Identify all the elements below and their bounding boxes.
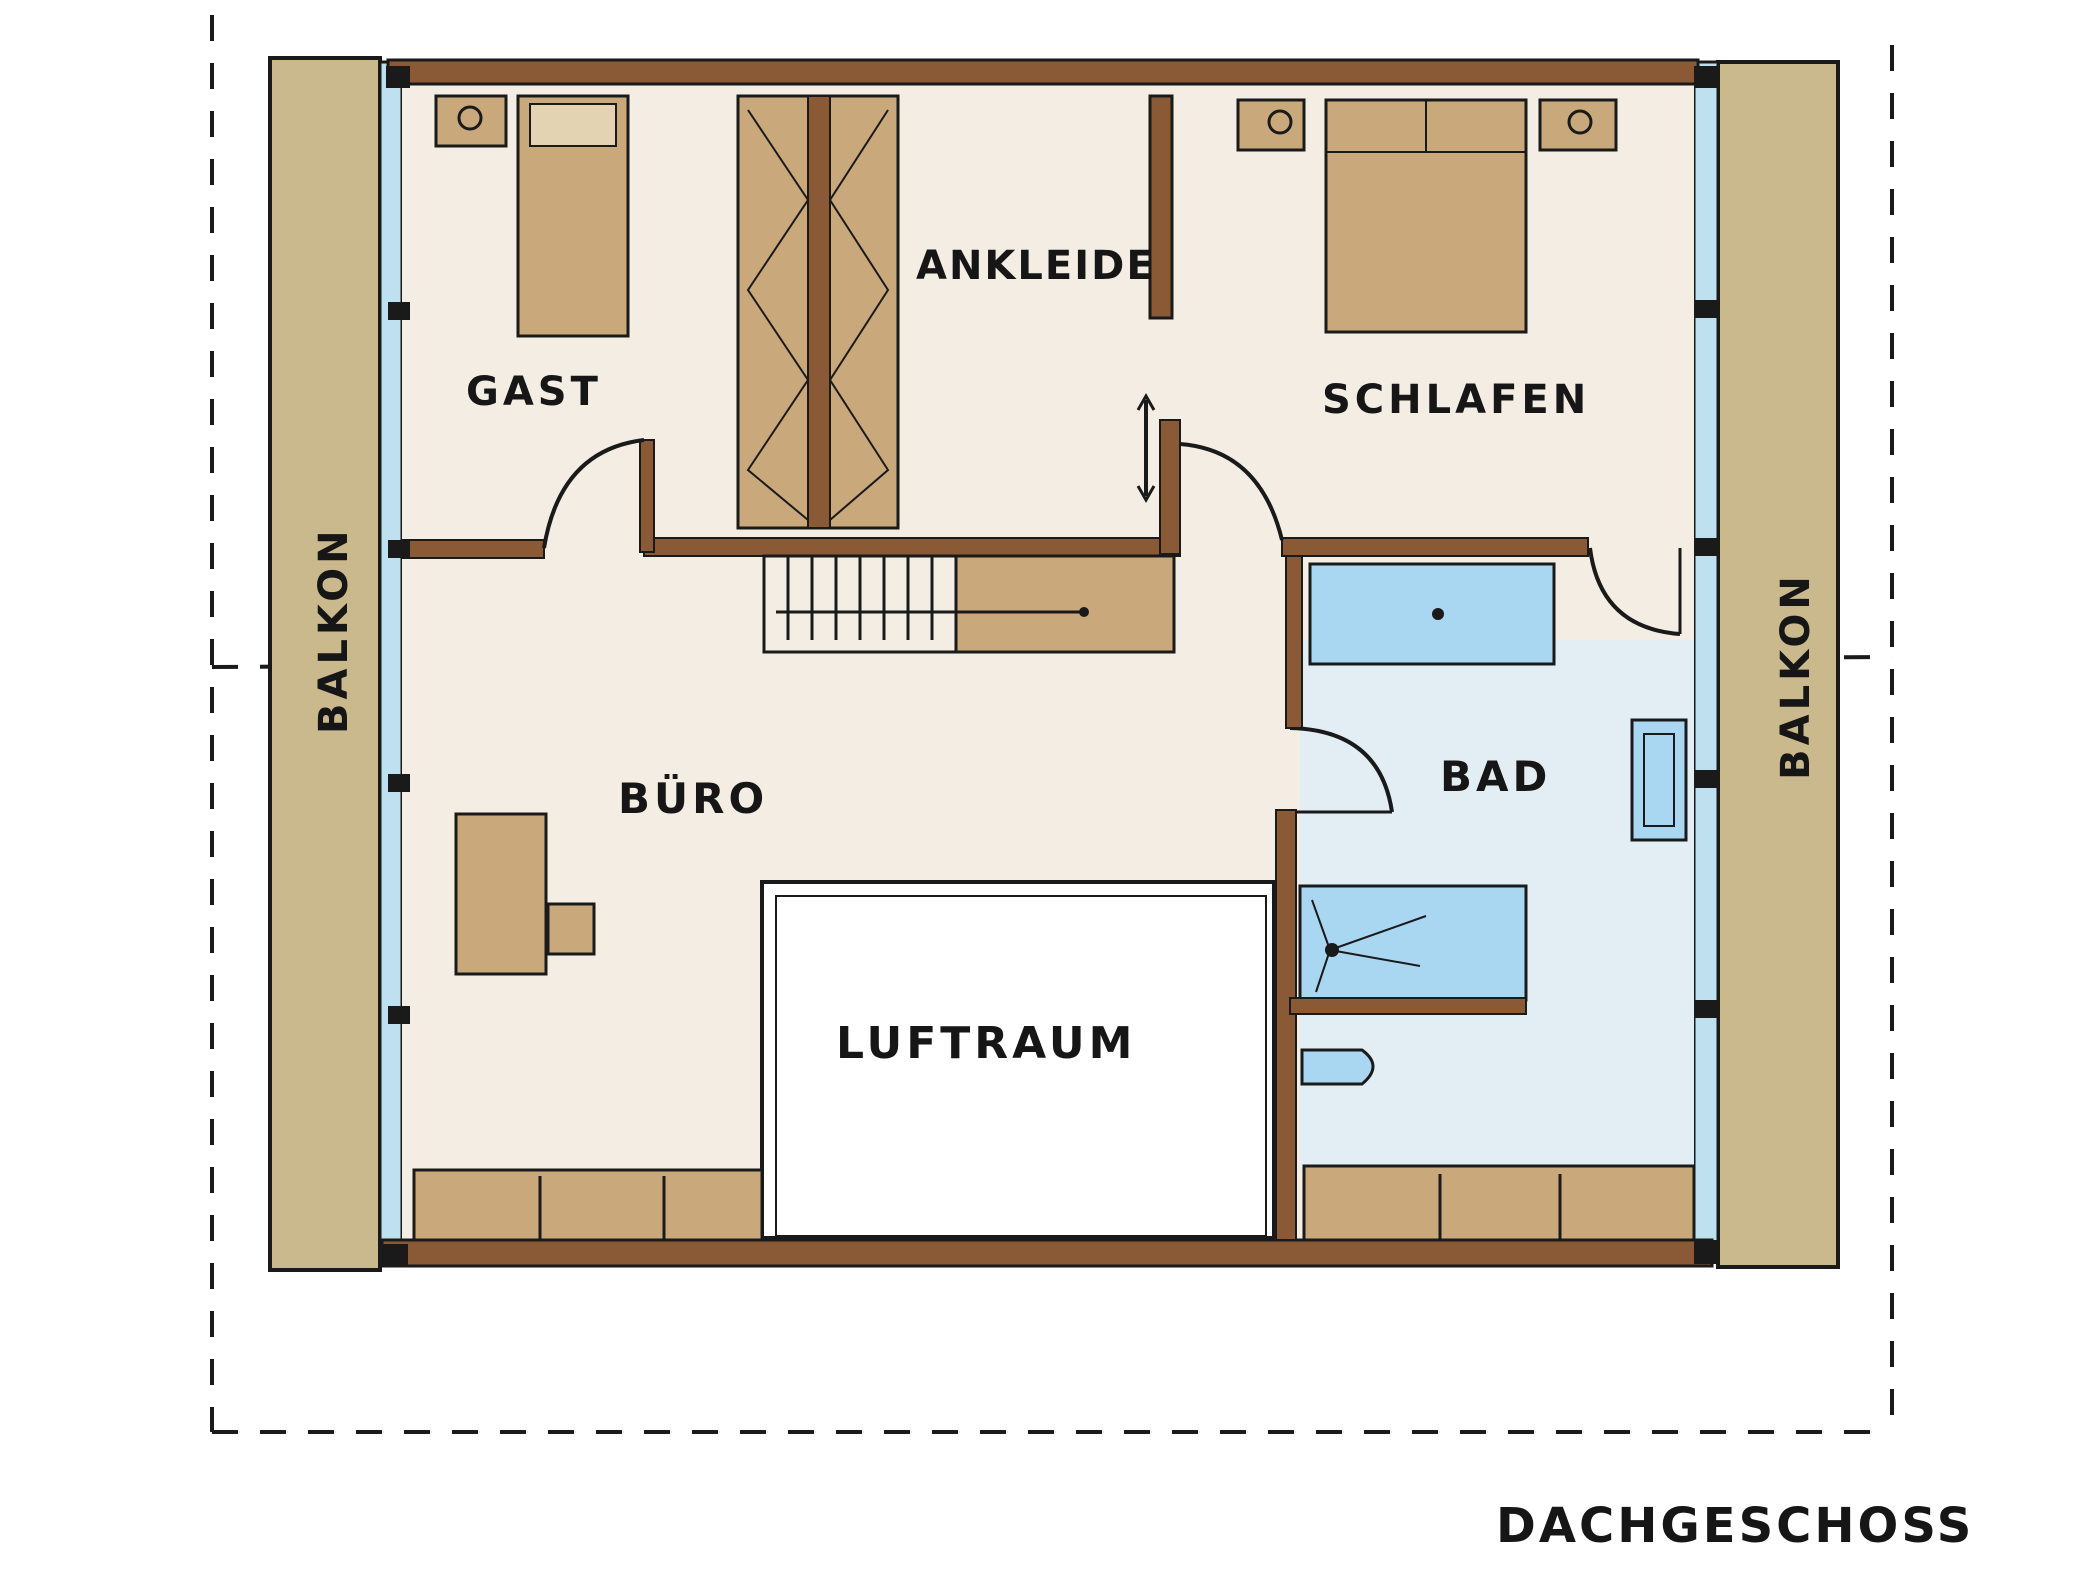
office-desk — [454, 812, 548, 976]
wall-bad-left-lower — [1275, 809, 1297, 1241]
wall-gast-bottom-right — [643, 537, 1181, 557]
void-opening — [760, 880, 1276, 1240]
wall-ankleide-partition — [1148, 94, 1174, 320]
wall-top — [386, 58, 1700, 86]
room-label-luftraum: LUFTRAUM — [836, 1018, 1137, 1069]
guest-nightstand-lamp — [457, 105, 483, 131]
sliding-door-arrowhead-top — [1136, 392, 1156, 411]
staircase — [762, 554, 1176, 654]
room-label-bad: BAD — [1440, 752, 1552, 801]
room-label-buero: BÜRO — [618, 774, 769, 823]
guest-nightstand — [434, 94, 508, 148]
balcony-left — [268, 56, 382, 1272]
glass-facade-right — [1692, 60, 1720, 1264]
wardrobe — [736, 94, 900, 530]
wall-schlafen-door-jamb — [1159, 419, 1181, 555]
office-chair — [546, 902, 596, 956]
room-label-schlafen: SCHLAFEN — [1322, 377, 1591, 423]
void-opening-inner — [775, 895, 1267, 1237]
master-nightstand-right — [1538, 98, 1618, 152]
washbasin-bowl — [1643, 733, 1675, 827]
master-nightstand-left — [1236, 98, 1306, 152]
cabinets-bottom-right — [1302, 1164, 1696, 1242]
shower-spray — [1311, 899, 1427, 993]
wall-gast-bottom-left — [401, 539, 545, 559]
room-label-gast: GAST — [466, 369, 602, 415]
master-nightstand-left-lamp — [1267, 109, 1293, 135]
guest-bed-pillow — [529, 103, 617, 147]
wall-gast-ankleide — [639, 439, 655, 553]
door-schlafen — [1179, 442, 1284, 541]
door-bad-lower — [1289, 726, 1394, 813]
sliding-door-arrowhead-bottom — [1136, 485, 1156, 504]
bathtub — [1308, 562, 1556, 666]
shower-tray — [1298, 884, 1528, 1002]
wall-bottom — [380, 1238, 1714, 1268]
glass-facade-left — [378, 60, 404, 1264]
drawing-title: DACHGESCHOSS — [1496, 1498, 1975, 1554]
door-gast — [542, 438, 645, 549]
door-bad-upper — [1588, 547, 1681, 636]
room-label-balkon-right: BALKON — [1773, 572, 1819, 780]
bathtub-drain — [1432, 608, 1444, 620]
wall-bad-left-upper — [1285, 555, 1303, 729]
cabinets-bottom-left — [412, 1168, 764, 1242]
toilet — [1300, 1048, 1375, 1086]
master-nightstand-right-lamp — [1567, 109, 1593, 135]
facade-posts — [382, 66, 1718, 1266]
balcony-right — [1716, 60, 1840, 1269]
wall-schlafen-bottom — [1281, 537, 1589, 557]
wall-shower-bottom — [1289, 997, 1527, 1015]
room-label-ankleide: ANKLEIDE — [916, 243, 1156, 289]
washbasin — [1630, 718, 1688, 842]
room-label-balkon-left: BALKON — [311, 526, 357, 734]
